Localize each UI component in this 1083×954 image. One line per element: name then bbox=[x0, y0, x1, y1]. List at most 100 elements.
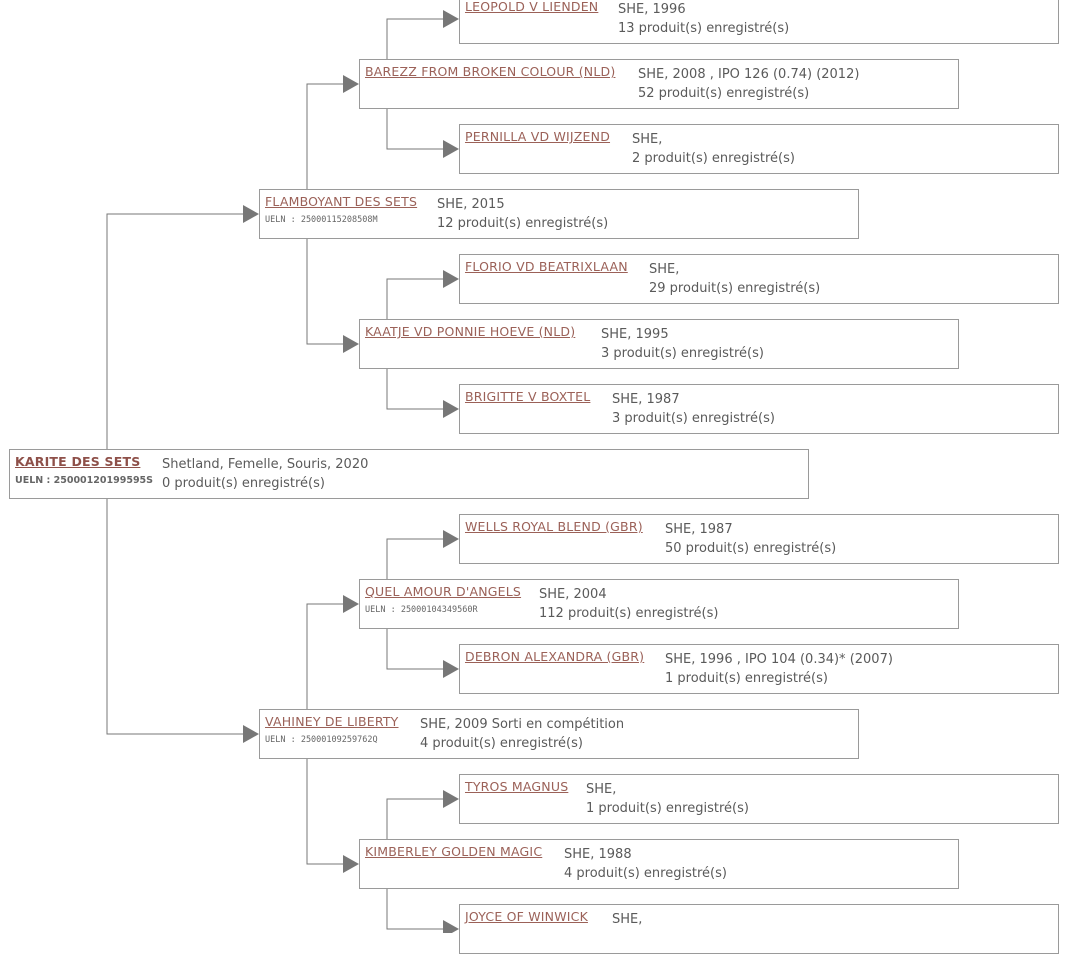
horse-name-link[interactable]: KIMBERLEY GOLDEN MAGIC bbox=[365, 844, 543, 859]
horse-name-link[interactable]: KARITE DES SETS bbox=[15, 454, 141, 469]
connector-line bbox=[306, 759, 343, 865]
connector-line bbox=[386, 109, 443, 150]
horse-details: SHE, 2009 Sorti en compétition bbox=[420, 717, 625, 732]
horse-name-link[interactable]: QUEL AMOUR D'ANGELS bbox=[365, 584, 522, 599]
horse-card-gen3: FLORIO VD BEATRIXLAAN SHE, 29 produit(s) e… bbox=[459, 254, 1059, 304]
triangle-arrow-right-icon bbox=[443, 530, 459, 548]
connector-line bbox=[306, 603, 343, 709]
product-count: 112 produit(s) enregistré(s) bbox=[539, 606, 719, 621]
ueln-label: UELN : 25000109259762Q bbox=[265, 735, 378, 745]
horse-card-gen1: FLAMBOYANT DES SETS UELN : 25000115208508… bbox=[259, 189, 859, 239]
product-count: 4 produit(s) enregistré(s) bbox=[420, 736, 583, 751]
horse-card-gen2: QUEL AMOUR D'ANGELS UELN : 25000104349560… bbox=[359, 579, 959, 629]
horse-details: SHE, 2008 , IPO 126 (0.74) (2012) bbox=[638, 67, 860, 82]
horse-info: SHE, 1987 50 produit(s) enregistré(s) bbox=[665, 520, 836, 558]
connector-line bbox=[386, 798, 443, 839]
product-count: 3 produit(s) enregistré(s) bbox=[601, 346, 764, 361]
horse-info: SHE, 2008 , IPO 126 (0.74) (2012) 52 prod… bbox=[638, 65, 859, 103]
horse-name-link[interactable]: LEOPOLD V LIENDEN bbox=[465, 0, 599, 14]
horse-info: SHE, 1988 4 produit(s) enregistré(s) bbox=[564, 845, 727, 883]
horse-name-link[interactable]: DEBRON ALEXANDRA (GBR) bbox=[465, 649, 645, 664]
horse-info: SHE, 29 produit(s) enregistré(s) bbox=[649, 260, 820, 298]
horse-card-gen1: VAHINEY DE LIBERTY UELN : 25000109259762Q… bbox=[259, 709, 859, 759]
horse-info: SHE, 1 produit(s) enregistré(s) bbox=[586, 780, 749, 818]
horse-card-gen2: KAATJE VD PONNIE HOEVE (NLD) SHE, 1995 3 p… bbox=[359, 319, 959, 369]
horse-info: Shetland, Femelle, Souris, 2020 0 produit… bbox=[162, 455, 368, 493]
triangle-arrow-right-icon bbox=[443, 920, 459, 933]
horse-name-link[interactable]: KAATJE VD PONNIE HOEVE (NLD) bbox=[365, 324, 576, 339]
triangle-arrow-right-icon bbox=[243, 725, 259, 743]
horse-info: SHE, 1987 3 produit(s) enregistré(s) bbox=[612, 390, 775, 428]
horse-details: SHE, 1987 bbox=[612, 392, 680, 407]
product-count: 0 produit(s) enregistré(s) bbox=[162, 476, 325, 491]
horse-card-root: KARITE DES SETS UELN : 25000120199595S She… bbox=[9, 449, 809, 499]
horse-name-link[interactable]: PERNILLA VD WIJZEND bbox=[465, 129, 611, 144]
horse-card-gen2: KIMBERLEY GOLDEN MAGIC SHE, 1988 4 produit… bbox=[359, 839, 959, 889]
horse-details: SHE, bbox=[649, 262, 680, 277]
triangle-arrow-right-icon bbox=[443, 790, 459, 808]
ueln-label: UELN : 25000104349560R bbox=[365, 605, 478, 615]
horse-name-link[interactable]: FLORIO VD BEATRIXLAAN bbox=[465, 259, 628, 274]
triangle-arrow-right-icon bbox=[343, 595, 359, 613]
horse-card-gen3: LEOPOLD V LIENDEN SHE, 1996 13 produit(s) … bbox=[459, 0, 1059, 44]
horse-name-link[interactable]: BRIGITTE V BOXTEL bbox=[465, 389, 591, 404]
horse-details: SHE, bbox=[612, 912, 643, 927]
horse-details: SHE, 1988 bbox=[564, 847, 632, 862]
product-count: 13 produit(s) enregistré(s) bbox=[618, 21, 790, 36]
connector-line bbox=[106, 213, 243, 449]
triangle-arrow-right-icon bbox=[243, 205, 259, 223]
horse-info: SHE, 2004 112 produit(s) enregistré(s) bbox=[539, 585, 718, 623]
horse-info: SHE,2 produit(s) enregistré(s) bbox=[632, 130, 795, 168]
horse-info: SHE, 1996 13 produit(s) enregistré(s) bbox=[618, 0, 789, 38]
product-count: 4 produit(s) enregistré(s) bbox=[564, 866, 727, 881]
horse-name-link[interactable]: BAREZZ FROM BROKEN COLOUR (NLD) bbox=[365, 64, 616, 79]
horse-details: SHE, 2004 bbox=[539, 587, 607, 602]
horse-details: SHE, 1996 bbox=[618, 2, 686, 17]
triangle-arrow-right-icon bbox=[343, 335, 359, 353]
ueln-label: UELN : 25000120199595S bbox=[15, 475, 154, 486]
horse-details: SHE, 1995 bbox=[601, 327, 669, 342]
connector-line bbox=[386, 369, 443, 410]
horse-name-link[interactable]: FLAMBOYANT DES SETS bbox=[265, 194, 418, 209]
triangle-arrow-right-icon bbox=[343, 75, 359, 93]
product-count: 52 produit(s) enregistré(s) bbox=[638, 86, 810, 101]
horse-details: SHE, 1987 bbox=[665, 522, 733, 537]
product-count: 29 produit(s) enregistré(s) bbox=[649, 281, 821, 296]
horse-card-gen2: BAREZZ FROM BROKEN COLOUR (NLD) SHE, 2008… bbox=[359, 59, 959, 109]
product-count: 1 produit(s) enregistré(s) bbox=[586, 801, 749, 816]
horse-name-link[interactable]: TYROS MAGNUS bbox=[465, 779, 569, 794]
horse-info: SHE, 1996 , IPO 104 (0.34)* (2007) 1 prod… bbox=[665, 650, 893, 688]
horse-card-gen3: JOYCE OF WINWICK SHE, bbox=[459, 904, 1059, 954]
product-count: 12 produit(s) enregistré(s) bbox=[437, 216, 609, 231]
product-count: 2 produit(s) enregistré(s) bbox=[632, 151, 795, 166]
connector-line bbox=[106, 499, 243, 735]
horse-card-gen3: TYROS MAGNUS SHE, 1 produit(s) enregistré(… bbox=[459, 774, 1059, 824]
horse-details: Shetland, Femelle, Souris, 2020 bbox=[162, 457, 369, 472]
horse-card-gen3: BRIGITTE V BOXTEL SHE, 1987 3 produit(s) e… bbox=[459, 384, 1059, 434]
horse-details: SHE, 1996 , IPO 104 (0.34)* (2007) bbox=[665, 652, 893, 667]
horse-details: SHE, 2015 bbox=[437, 197, 505, 212]
horse-name-link[interactable]: JOYCE OF WINWICK bbox=[465, 909, 588, 924]
pedigree-tree: LEOPOLD V LIENDEN SHE, 1996 13 produit(s) … bbox=[9, 0, 1059, 954]
horse-info: SHE, bbox=[612, 910, 642, 929]
horse-name-link[interactable]: WELLS ROYAL BLEND (GBR) bbox=[465, 519, 643, 534]
connector-line bbox=[386, 889, 443, 930]
horse-info: SHE, 1995 3 produit(s) enregistré(s) bbox=[601, 325, 764, 363]
horse-card-gen3: WELLS ROYAL BLEND (GBR) SHE, 1987 50 produ… bbox=[459, 514, 1059, 564]
product-count: 1 produit(s) enregistré(s) bbox=[665, 671, 828, 686]
triangle-arrow-right-icon bbox=[443, 270, 459, 288]
triangle-arrow-right-icon bbox=[443, 140, 459, 158]
connector-line bbox=[306, 239, 343, 345]
connector-line bbox=[386, 538, 443, 579]
horse-info: SHE, 2009 Sorti en compétition 4 produit(… bbox=[420, 715, 624, 753]
connector-line bbox=[386, 18, 443, 59]
horse-name-link[interactable]: VAHINEY DE LIBERTY bbox=[265, 714, 399, 729]
product-count: 50 produit(s) enregistré(s) bbox=[665, 541, 837, 556]
ueln-label: UELN : 25000115208508M bbox=[265, 215, 378, 225]
product-count: 3 produit(s) enregistré(s) bbox=[612, 411, 775, 426]
horse-details: SHE, bbox=[586, 782, 617, 797]
triangle-arrow-right-icon bbox=[343, 855, 359, 873]
horse-card-gen3: DEBRON ALEXANDRA (GBR) SHE, 1996 , IPO 10… bbox=[459, 644, 1059, 694]
triangle-arrow-right-icon bbox=[443, 400, 459, 418]
connector-line bbox=[306, 83, 343, 189]
